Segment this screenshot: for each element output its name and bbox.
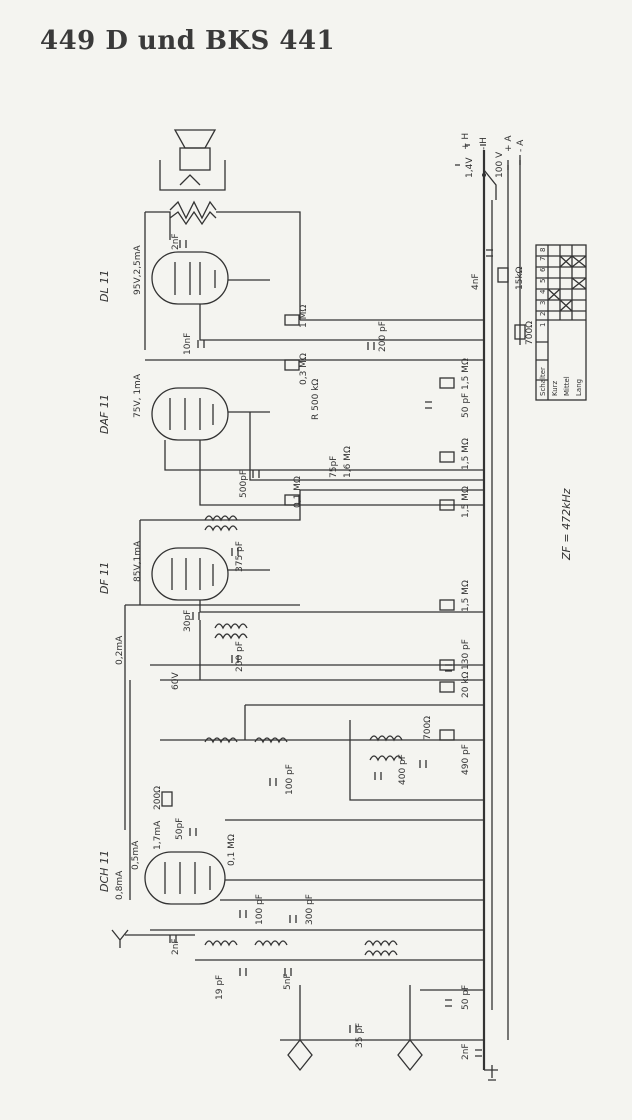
label-0-1mohm: 0,1 MΩ bbox=[293, 476, 303, 508]
label-15k: 15kΩ bbox=[515, 266, 525, 290]
label-95v: 95V,2,5mA bbox=[133, 244, 143, 295]
label-500pf: 500pF bbox=[239, 470, 249, 498]
bus-lines bbox=[124, 279, 484, 1041]
if-coil-2 bbox=[214, 623, 248, 640]
label-0-1mohm-b: 0,1 MΩ bbox=[227, 834, 237, 866]
supply-a-minus: - A bbox=[516, 139, 526, 152]
label-20k: 20 kΩ bbox=[461, 671, 471, 698]
label-30pf: 30pF bbox=[183, 610, 193, 632]
label-75pf: 75pF bbox=[329, 456, 339, 478]
switch-contact bbox=[482, 173, 486, 177]
label-r500: R 500 kΩ bbox=[311, 379, 321, 420]
label-1-5mohm-d: 1,5 MΩ bbox=[461, 580, 471, 612]
capacitors bbox=[169, 240, 493, 1057]
label-375pf: 375 pF bbox=[235, 541, 245, 572]
label-4nf: 4nF bbox=[471, 273, 481, 290]
input-coils bbox=[204, 940, 398, 957]
tube-daf11 bbox=[151, 387, 229, 441]
supply-a-plus: + A bbox=[504, 135, 514, 152]
label-1-5mohm-a: 1,5 MΩ bbox=[461, 358, 471, 390]
label-200pf-b: 200 pF bbox=[235, 641, 245, 672]
label-200pf: 200 pF bbox=[378, 321, 388, 352]
label-0-3mohm: 0,3 MΩ bbox=[299, 353, 309, 385]
label-5nf: 5nF bbox=[283, 973, 293, 990]
table-col-4: 4 bbox=[539, 289, 547, 294]
label-35pf: 35 pF bbox=[355, 1023, 365, 1048]
antenna-icon bbox=[111, 929, 129, 948]
label-2nf-b: 2nF bbox=[171, 938, 181, 955]
page-title: 449 D und BKS 441 bbox=[40, 26, 336, 56]
label-zf: ZF = 472kHz bbox=[560, 488, 573, 561]
label-50pf-b: 50pF bbox=[175, 818, 185, 840]
tube-label-daf11: DAF 11 bbox=[98, 394, 111, 434]
tube-label-dch11: DCH 11 bbox=[98, 850, 111, 892]
tube-label-dl11: DL 11 bbox=[98, 270, 111, 302]
label-300pf: 300 pF bbox=[305, 894, 315, 925]
tube-dch11 bbox=[144, 851, 226, 905]
label-10nf: 10nF bbox=[183, 333, 193, 355]
label-85v: 85V,1mA bbox=[133, 540, 143, 582]
label-2nf-top: 2nF bbox=[171, 233, 181, 250]
table-header-schalter: Schalter bbox=[539, 367, 547, 396]
label-50pf-c: 50 pF bbox=[461, 985, 471, 1010]
if-coil-1 bbox=[204, 515, 238, 532]
label-100pf: 100 pF bbox=[255, 894, 265, 925]
table-col-5: 5 bbox=[539, 279, 547, 283]
supply-h-plus: + H bbox=[461, 133, 471, 150]
label-0-2ma: 0,2mA bbox=[115, 635, 125, 665]
label-1-7ma: 1,7mA bbox=[153, 820, 163, 850]
table-col-3: 3 bbox=[539, 301, 547, 305]
label-0-5ma: 0,5mA bbox=[131, 840, 141, 870]
loudspeaker-icon bbox=[159, 129, 226, 191]
tone-resistor bbox=[179, 174, 201, 186]
label-400pf: 400 pF bbox=[398, 754, 408, 785]
supply-1-4v: 1,4V bbox=[465, 157, 475, 178]
label-75v: 75V, 1mA bbox=[133, 373, 143, 418]
table-row-kurz: Kurz bbox=[551, 380, 559, 396]
label-1mohm: 1 MΩ bbox=[299, 305, 309, 328]
frame-antenna-2 bbox=[397, 1038, 423, 1072]
label-50pf: 50 pF bbox=[461, 393, 471, 418]
osc-coil-1 bbox=[204, 735, 403, 762]
table-col-7: 7 bbox=[539, 257, 547, 261]
label-19pf: 19 pF bbox=[215, 975, 225, 1000]
supply-100v: 100 V bbox=[495, 151, 505, 178]
label-100pf-b: 100 pF bbox=[285, 764, 295, 795]
label-2nf-c: 2nF bbox=[461, 1043, 471, 1060]
ground-symbol bbox=[484, 1065, 498, 1081]
label-60v: 60V bbox=[171, 672, 181, 690]
label-700ohm-b: 700Ω bbox=[525, 321, 535, 345]
switch-table bbox=[535, 244, 587, 401]
label-1-5mohm-b: 1,5 MΩ bbox=[461, 438, 471, 470]
table-col-2: 2 bbox=[539, 312, 547, 316]
supply-h-minus: - H bbox=[479, 137, 489, 150]
table-row-mittel: Mittel bbox=[563, 376, 571, 396]
label-1-6mohm: 1,6 MΩ bbox=[343, 446, 353, 478]
table-col-6: 6 bbox=[539, 267, 547, 272]
label-0-8ma: 0,8mA bbox=[115, 870, 125, 900]
supply-lines bbox=[455, 144, 521, 200]
label-200ohm: 200Ω bbox=[153, 786, 163, 810]
tube-label-df11: DF 11 bbox=[98, 562, 111, 594]
resistors bbox=[161, 267, 526, 807]
tube-df11 bbox=[151, 547, 229, 601]
frame-antenna-1 bbox=[287, 1038, 313, 1072]
tube-dl11 bbox=[151, 251, 229, 305]
label-490pf: 490 pF bbox=[461, 744, 471, 775]
label-130pf: 130 pF bbox=[461, 639, 471, 670]
label-700ohm: 700Ω bbox=[423, 716, 433, 740]
output-transformer bbox=[144, 200, 301, 350]
table-row-lang: Lang bbox=[575, 379, 583, 396]
table-col-8: 8 bbox=[539, 248, 547, 252]
table-col-1: 1 bbox=[539, 323, 547, 327]
label-1-5mohm-c: 1,5 MΩ bbox=[461, 486, 471, 518]
